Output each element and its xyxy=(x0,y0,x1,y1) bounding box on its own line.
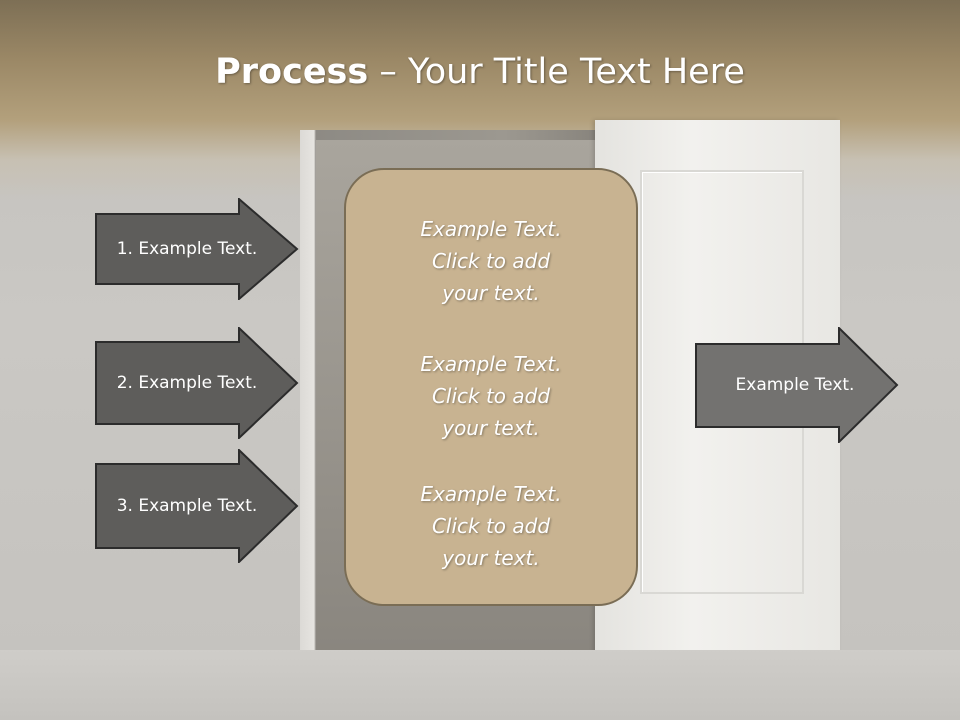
arrow-label: 1. Example Text. xyxy=(116,239,258,259)
center-text-line: Click to add xyxy=(431,514,551,538)
floor xyxy=(0,650,960,720)
center-text-line: Click to add xyxy=(431,249,551,273)
center-text-line: your text. xyxy=(442,546,540,570)
center-text-line: Click to add xyxy=(431,384,551,408)
arrow-shape xyxy=(695,327,899,443)
center-content-box[interactable] xyxy=(344,168,638,606)
center-text-block-2[interactable]: Example Text. Click to add your text. xyxy=(344,348,638,444)
center-text-line: Example Text. xyxy=(420,482,562,506)
arrow-step-2[interactable]: 2. Example Text. xyxy=(95,327,299,439)
center-text-line: your text. xyxy=(442,281,540,305)
arrow-step-3[interactable]: 3. Example Text. xyxy=(95,449,299,563)
arrow-step-1[interactable]: 1. Example Text. xyxy=(95,198,299,300)
arrow-shape xyxy=(95,327,299,439)
center-text-line: Example Text. xyxy=(420,352,562,376)
center-text-block-1[interactable]: Example Text. Click to add your text. xyxy=(344,213,638,309)
title-bold: Process xyxy=(215,52,369,92)
arrow-label: Example Text. xyxy=(735,375,855,395)
arrow-result[interactable]: Example Text. xyxy=(695,327,899,443)
center-text-block-3[interactable]: Example Text. Click to add your text. xyxy=(344,478,638,574)
arrow-label: 2. Example Text. xyxy=(116,373,258,393)
title-rest: – Your Title Text Here xyxy=(368,52,745,92)
slide-title[interactable]: Process – Your Title Text Here xyxy=(0,52,960,92)
center-text-line: your text. xyxy=(442,416,540,440)
center-text-line: Example Text. xyxy=(420,217,562,241)
arrow-shape xyxy=(95,449,299,563)
arrow-shape xyxy=(95,198,299,300)
arrow-label: 3. Example Text. xyxy=(116,496,258,516)
